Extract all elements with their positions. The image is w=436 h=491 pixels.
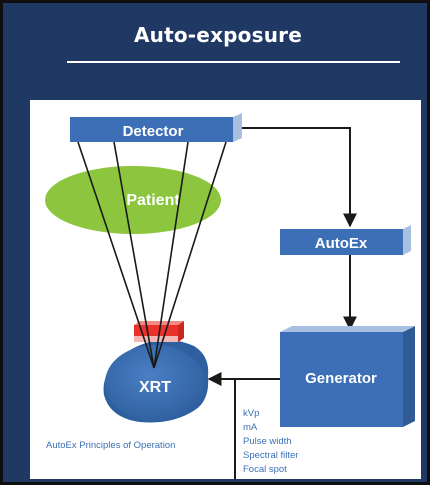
diagram-panel: Patient XRT (30, 100, 421, 479)
generator-parameter-list: kVp mA Pulse width Spectral filter Focal… (243, 408, 298, 475)
parameter-focal-spot: Focal spot (243, 464, 287, 475)
arrow-detector-to-autoex (242, 127, 357, 228)
diagram-caption: AutoEx Principles of Operation (46, 440, 175, 451)
slide-title: Auto-exposure (133, 23, 302, 47)
xrt-tube (103, 339, 209, 423)
generator-box (280, 326, 415, 427)
autoex-diagram: Patient XRT (45, 113, 415, 479)
parameter-kvp: kVp (243, 408, 259, 419)
detector-label: Detector (123, 123, 184, 140)
arrow-generator-to-xrt (207, 372, 280, 479)
generator-label: Generator (305, 370, 377, 387)
xrt-label: XRT (139, 379, 171, 396)
autoex-label: AutoEx (315, 235, 368, 252)
autoex-box (280, 225, 411, 255)
parameter-ma: mA (243, 422, 258, 433)
parameter-pulse-width: Pulse width (243, 436, 292, 447)
title-underline (67, 61, 400, 63)
xray-beam-lines (77, 141, 227, 369)
slide-frame: Auto-exposure Patient (0, 0, 430, 485)
detector-box (70, 113, 242, 142)
parameter-spectral-filter: Spectral filter (243, 450, 298, 461)
patient-label: Patient (126, 192, 180, 209)
